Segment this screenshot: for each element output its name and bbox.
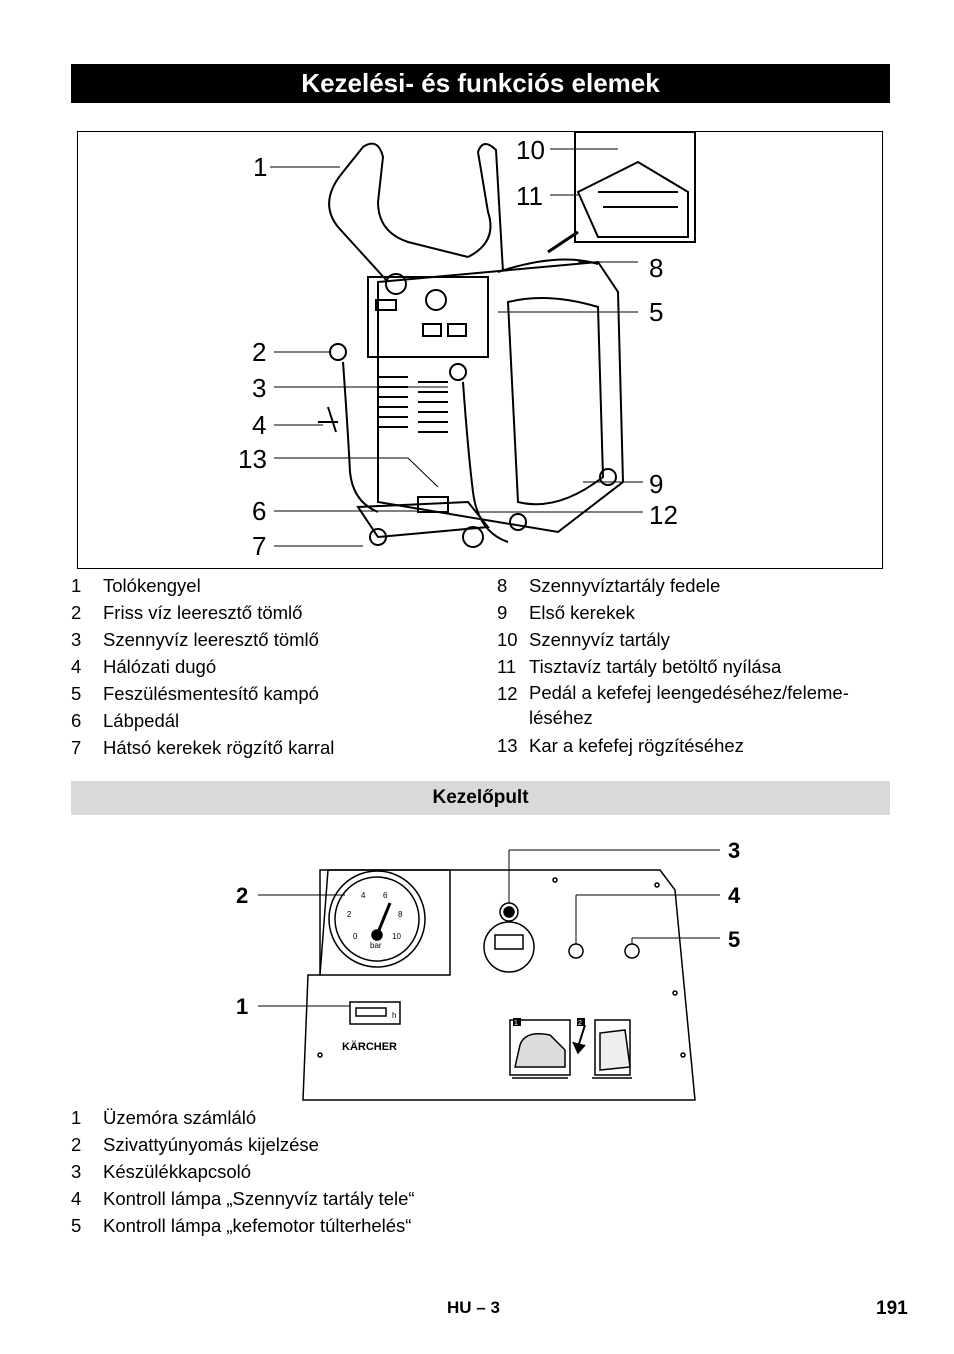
gauge-tick-10: 10: [392, 932, 401, 941]
callout-1: 1: [253, 152, 267, 182]
machine-figure: 1 2 3 4 13 6 7 10 11 8 5 9 12: [77, 131, 883, 569]
gauge-tick-6: 6: [383, 891, 388, 900]
gauge-tick-4: 4: [361, 891, 366, 900]
callout-11: 11: [516, 181, 543, 211]
brand-logo: KÄRCHER: [342, 1040, 397, 1053]
machine-illustration: 1 2 3 4 13 6 7 10 11 8 5 9 12: [238, 132, 696, 561]
control-panel-figure: 2 4 6 8 0 10 bar h 1 2 KÄRCHER 2 1 3 4 5: [220, 835, 760, 1105]
callout-13: 13: [238, 444, 267, 474]
footer-language: HU – 3: [447, 1298, 500, 1317]
subsection-title: Kezelőpult: [71, 781, 890, 815]
callout-8: 8: [649, 253, 663, 283]
section-title: Kezelési- és funkciós elemek: [71, 64, 890, 103]
step-1-label: 1: [514, 1020, 518, 1027]
step-2-label: 2: [578, 1020, 582, 1027]
control-panel-illustration: 2 4 6 8 0 10 bar h 1 2 KÄRCHER 2 1 3 4 5: [236, 838, 741, 1101]
panel-callout-2: 2: [236, 883, 248, 908]
hour-unit: h: [392, 1011, 396, 1020]
callout-9: 9: [649, 469, 663, 499]
gauge-tick-0: 0: [353, 932, 358, 941]
page-number: 191: [876, 1298, 908, 1319]
callout-2: 2: [252, 337, 266, 367]
callout-6: 6: [252, 496, 266, 526]
callout-4: 4: [252, 410, 266, 440]
callout-12: 12: [649, 500, 678, 530]
callout-7: 7: [252, 531, 266, 561]
callout-10: 10: [516, 135, 545, 165]
callout-3: 3: [252, 373, 266, 403]
callout-5: 5: [649, 297, 663, 327]
panel-callout-5: 5: [728, 927, 740, 952]
panel-callout-1: 1: [236, 994, 248, 1019]
gauge-tick-2: 2: [347, 910, 352, 919]
gauge-tick-8: 8: [398, 910, 403, 919]
panel-callout-3: 3: [728, 838, 740, 863]
gauge-unit: bar: [370, 941, 382, 950]
panel-callout-4: 4: [728, 883, 741, 908]
